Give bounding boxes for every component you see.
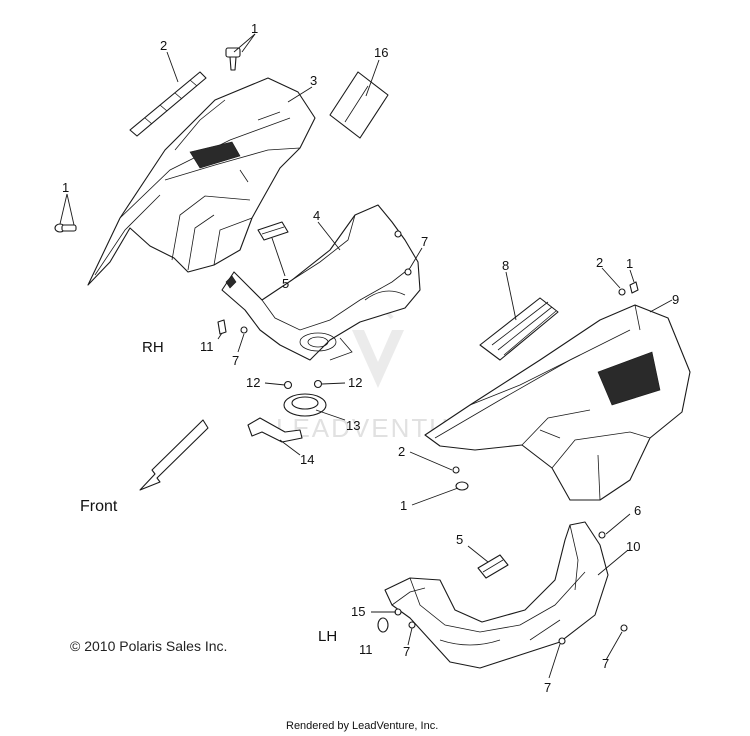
part-9-lh-side-panel [424, 304, 691, 501]
callout-7: 7 [232, 353, 239, 368]
callout-14: 14 [300, 452, 314, 467]
copyright-notice: © 2010 Polaris Sales Inc. [70, 638, 227, 654]
callout-6: 6 [634, 503, 641, 518]
part-13-grommet [283, 393, 327, 417]
callout-3: 3 [310, 73, 317, 88]
callout-15: 15 [351, 604, 365, 619]
callout-9: 9 [672, 292, 679, 307]
part-4-rh-footwell [221, 204, 421, 361]
callout-11: 11 [200, 339, 214, 354]
part-10-lh-footwell [384, 521, 609, 669]
callout-13: 13 [346, 418, 360, 433]
part-5-clip-lh [477, 554, 509, 579]
callout-7: 7 [544, 680, 551, 695]
callout-numbers: 1 2 3 16 1 4 5 7 11 7 12 12 13 14 8 2 1 … [62, 21, 679, 695]
part-1-rivet-left [54, 223, 77, 233]
callout-1: 1 [62, 180, 69, 195]
callout-4: 4 [313, 208, 320, 223]
rendered-by-credit: Rendered by LeadVenture, Inc. [286, 720, 438, 732]
callout-1: 1 [251, 21, 258, 36]
part-1-rivet-top [225, 47, 241, 71]
part-5-clip-rh [257, 221, 289, 241]
callout-2: 2 [398, 444, 405, 459]
part-3-rh-side-panel [87, 77, 316, 286]
rh-label: RH [142, 339, 164, 356]
callout-1: 1 [400, 498, 407, 513]
callout-7: 7 [421, 234, 428, 249]
lh-fasteners [452, 281, 639, 539]
callout-16: 16 [374, 45, 388, 60]
lh-small-parts [377, 608, 628, 645]
callout-5: 5 [282, 276, 289, 291]
callout-11: 11 [359, 642, 373, 657]
callout-7: 7 [403, 644, 410, 659]
part-2-rh-vent [129, 71, 207, 137]
callout-8: 8 [502, 258, 509, 273]
part-11-pin-rh [217, 319, 227, 335]
part-8-lh-vent [479, 297, 559, 361]
callout-2: 2 [596, 255, 603, 270]
callout-5: 5 [456, 532, 463, 547]
part-16-decal [329, 71, 389, 139]
leader-lines [59, 33, 673, 679]
front-direction-arrow: Front [80, 419, 209, 515]
front-label: Front [80, 498, 118, 515]
part-14-bracket [247, 417, 303, 443]
callout-7: 7 [602, 656, 609, 671]
callout-2: 2 [160, 38, 167, 53]
callout-1: 1 [626, 256, 633, 271]
callout-12: 12 [246, 375, 260, 390]
lh-label: LH [318, 628, 337, 645]
callout-12: 12 [348, 375, 362, 390]
callout-10: 10 [626, 539, 640, 554]
rh-fasteners [240, 230, 412, 390]
